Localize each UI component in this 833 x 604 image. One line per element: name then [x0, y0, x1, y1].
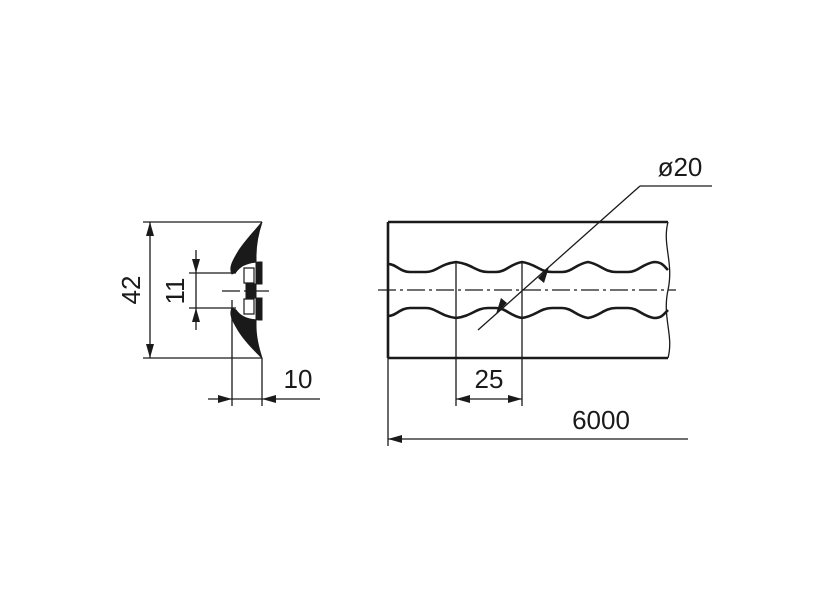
- slot-contour-top: [387, 260, 669, 274]
- side-view: 25 6000 ø20: [378, 152, 712, 446]
- arrow-25-right: [508, 395, 522, 403]
- arrow-10-left: [218, 395, 232, 403]
- profile-section: [230, 221, 263, 359]
- arrow-25-left: [456, 395, 470, 403]
- arrow-6000-left: [388, 435, 402, 443]
- arrow-42-bottom: [146, 344, 154, 358]
- arrow-11-bottom: [192, 308, 200, 322]
- arrow-11-top: [192, 259, 200, 273]
- profile-slot: [243, 267, 255, 315]
- dim-label-42: 42: [116, 276, 146, 305]
- dim-label-dia-20: ø20: [658, 152, 703, 182]
- dim-label-6000: 6000: [572, 405, 630, 435]
- arrow-10-right: [262, 395, 276, 403]
- dim-label-11: 11: [160, 278, 190, 305]
- slot-contour-bottom: [387, 306, 669, 320]
- leader-dia-20: [477, 185, 641, 331]
- arrow-dia-20-lower: [496, 298, 507, 314]
- arrow-42-top: [146, 222, 154, 236]
- dim-label-25: 25: [475, 364, 504, 394]
- cross-section-view: 42 11 10: [116, 221, 320, 406]
- arrow-dia-20-upper: [538, 267, 549, 283]
- dim-label-10: 10: [284, 364, 313, 394]
